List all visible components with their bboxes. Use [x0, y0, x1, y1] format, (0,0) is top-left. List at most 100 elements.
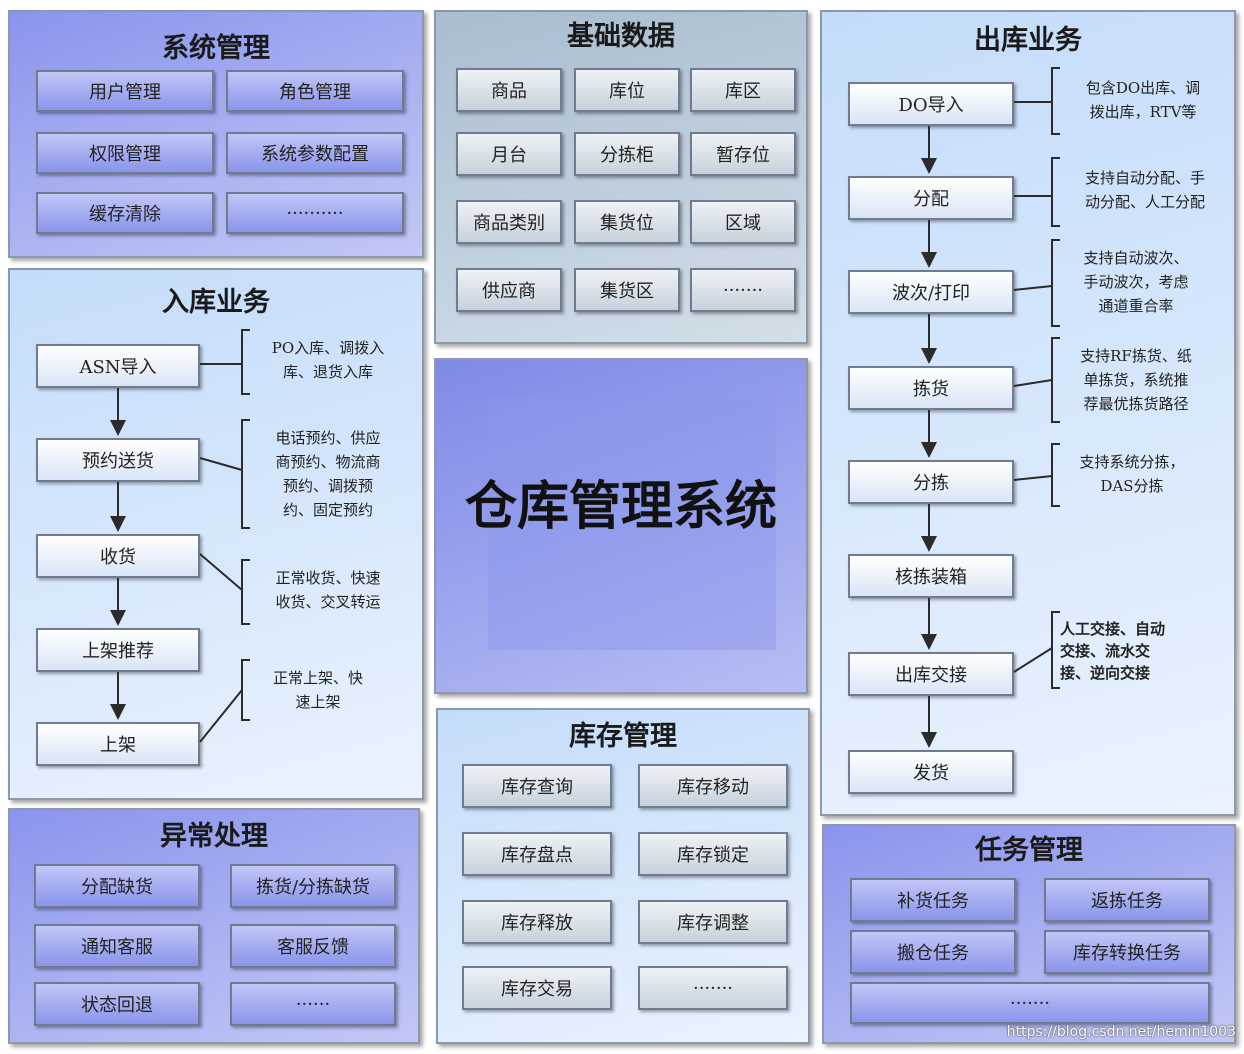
- outbound-panel: 出库业务 DO导入 分配 波次/打印 拣货 分拣 核拣装箱 出库交接 发货 包含…: [820, 10, 1236, 816]
- base-data-collect-pos-button[interactable]: 集货位: [574, 200, 680, 244]
- outbound-step-ship[interactable]: 发货: [848, 750, 1014, 794]
- outbound-note-pick-line: 荐最优拣货路径: [1083, 395, 1189, 413]
- exception-pick-short-button[interactable]: 拣货/分拣缺货: [230, 864, 396, 908]
- outbound-note-do-line: 拨出库，RTV等: [1089, 103, 1197, 121]
- inbound-note-putaway: 正常上架、快 速上架: [250, 666, 386, 714]
- inventory-title: 库存管理: [569, 721, 677, 752]
- system-mgmt-more-button[interactable]: ··········: [226, 192, 404, 234]
- task-relocate-button[interactable]: 搬仓任务: [850, 930, 1016, 974]
- outbound-step-handover[interactable]: 出库交接: [848, 652, 1014, 696]
- base-data-area-button[interactable]: 区域: [690, 200, 796, 244]
- outbound-note-wave-line: 支持自动波次、: [1083, 249, 1189, 267]
- outbound-note-pick-line: 单拣货，系统推: [1083, 371, 1189, 389]
- outbound-step-do-import[interactable]: DO导入: [848, 82, 1014, 126]
- inventory-more-button[interactable]: ·······: [638, 966, 788, 1010]
- outbound-note-do: 包含DO出库、调 拨出库，RTV等: [1058, 76, 1228, 124]
- exception-title: 异常处理: [160, 821, 268, 852]
- inbound-step-putaway[interactable]: 上架: [36, 722, 200, 766]
- outbound-note-wave: 支持自动波次、 手动波次，考虑 通道重合率: [1058, 246, 1214, 318]
- system-center-inner: [488, 398, 776, 650]
- base-data-location-button[interactable]: 库位: [574, 68, 680, 112]
- task-return-pick-button[interactable]: 返拣任务: [1044, 878, 1210, 922]
- outbound-step-wave-print[interactable]: 波次/打印: [848, 270, 1014, 314]
- base-data-category-button[interactable]: 商品类别: [456, 200, 562, 244]
- outbound-note-pick-line: 支持RF拣货、纸: [1080, 347, 1192, 365]
- base-data-dock-button[interactable]: 月台: [456, 132, 562, 176]
- outbound-note-allocate-line: 动分配、人工分配: [1084, 193, 1205, 211]
- inbound-note-receive-line: 收货、交叉转运: [275, 593, 381, 611]
- inbound-note-appointment-line: 商预约、物流商: [275, 453, 381, 471]
- inbound-note-putaway-line: 正常上架、快: [272, 669, 363, 687]
- inbound-note-putaway-line: 速上架: [295, 693, 341, 711]
- source-watermark: https://blog.csdn.net/hemin1003: [1006, 1024, 1236, 1040]
- outbound-note-sort: 支持系统分拣， DAS分拣: [1058, 450, 1206, 498]
- inbound-note-asn-line: 库、退货入库: [282, 363, 373, 381]
- base-data-sorter-button[interactable]: 分拣柜: [574, 132, 680, 176]
- system-mgmt-params-button[interactable]: 系统参数配置: [226, 132, 404, 174]
- inbound-title: 入库业务: [162, 287, 270, 318]
- inbound-note-receive: 正常收货、快速 收货、交叉转运: [250, 566, 406, 614]
- inbound-note-receive-line: 正常收货、快速: [275, 569, 381, 587]
- inventory-release-button[interactable]: 库存释放: [462, 900, 612, 944]
- inventory-trade-button[interactable]: 库存交易: [462, 966, 612, 1010]
- base-data-more-button[interactable]: ·······: [690, 268, 796, 312]
- exception-cs-feedback-button[interactable]: 客服反馈: [230, 924, 396, 968]
- task-mgmt-panel: 任务管理 补货任务 返拣任务 搬仓任务 库存转换任务 ·······: [822, 824, 1236, 1044]
- inventory-count-button[interactable]: 库存盘点: [462, 832, 612, 876]
- base-data-title: 基础数据: [567, 21, 675, 52]
- system-mgmt-title: 系统管理: [162, 33, 270, 64]
- inbound-step-asn-import[interactable]: ASN导入: [36, 344, 200, 388]
- outbound-note-do-line: 包含DO出库、调: [1085, 79, 1201, 97]
- outbound-note-sort-line: 支持系统分拣，: [1079, 453, 1185, 471]
- system-center-panel: 仓库管理系统: [434, 358, 808, 694]
- exception-alloc-short-button[interactable]: 分配缺货: [34, 864, 200, 908]
- outbound-note-wave-line: 通道重合率: [1098, 297, 1174, 315]
- base-data-collect-area-button[interactable]: 集货区: [574, 268, 680, 312]
- outbound-step-allocate[interactable]: 分配: [848, 176, 1014, 220]
- outbound-note-handover-line: 接、逆向交接: [1060, 664, 1151, 682]
- outbound-note-handover: 人工交接、自动 交接、流水交 接、逆向交接: [1060, 618, 1196, 684]
- system-center-title: 仓库管理系统: [464, 477, 777, 537]
- inbound-note-appointment-line: 约、固定预约: [282, 501, 373, 519]
- outbound-step-check-pack[interactable]: 核拣装箱: [848, 554, 1014, 598]
- outbound-note-pick: 支持RF拣货、纸 单拣货，系统推 荐最优拣货路径: [1058, 344, 1214, 416]
- inventory-move-button[interactable]: 库存移动: [638, 764, 788, 808]
- exception-notify-cs-button[interactable]: 通知客服: [34, 924, 200, 968]
- task-convert-button[interactable]: 库存转换任务: [1044, 930, 1210, 974]
- outbound-note-handover-line: 交接、流水交: [1060, 642, 1151, 660]
- system-mgmt-user-button[interactable]: 用户管理: [36, 70, 214, 112]
- outbound-step-sort[interactable]: 分拣: [848, 460, 1014, 504]
- inbound-panel: 入库业务 ASN导入 预约送货 收货 上架推荐 上架 PO入库、调拨入 库、退货…: [8, 268, 424, 800]
- inbound-step-putaway-recommend[interactable]: 上架推荐: [36, 628, 200, 672]
- inventory-adjust-button[interactable]: 库存调整: [638, 900, 788, 944]
- base-data-supplier-button[interactable]: 供应商: [456, 268, 562, 312]
- inbound-note-appointment-line: 预约、调拨预: [282, 477, 373, 495]
- base-data-goods-button[interactable]: 商品: [456, 68, 562, 112]
- base-data-staging-button[interactable]: 暂存位: [690, 132, 796, 176]
- inventory-lock-button[interactable]: 库存锁定: [638, 832, 788, 876]
- task-more-button[interactable]: ·······: [850, 982, 1210, 1024]
- system-mgmt-permission-button[interactable]: 权限管理: [36, 132, 214, 174]
- exception-state-rollback-button[interactable]: 状态回退: [34, 982, 200, 1026]
- system-mgmt-panel: 系统管理 用户管理 角色管理 权限管理 系统参数配置 缓存清除 ········…: [8, 10, 424, 258]
- inbound-step-receive[interactable]: 收货: [36, 534, 200, 578]
- exception-more-button[interactable]: ······: [230, 982, 396, 1026]
- base-data-zone-button[interactable]: 库区: [690, 68, 796, 112]
- inventory-query-button[interactable]: 库存查询: [462, 764, 612, 808]
- inbound-step-appointment[interactable]: 预约送货: [36, 438, 200, 482]
- inbound-note-asn-line: PO入库、调拨入: [271, 339, 385, 357]
- inbound-note-appointment-line: 电话预约、供应: [275, 429, 381, 447]
- outbound-title: 出库业务: [974, 25, 1082, 56]
- exception-panel: 异常处理 分配缺货 拣货/分拣缺货 通知客服 客服反馈 状态回退 ······: [8, 808, 420, 1044]
- outbound-note-handover-line: 人工交接、自动: [1060, 620, 1166, 638]
- inbound-note-appointment: 电话预约、供应 商预约、物流商 预约、调拨预 约、固定预约: [250, 426, 406, 522]
- outbound-note-wave-line: 手动波次，考虑: [1083, 273, 1189, 291]
- task-replenish-button[interactable]: 补货任务: [850, 878, 1016, 922]
- outbound-step-pick[interactable]: 拣货: [848, 366, 1014, 410]
- system-mgmt-cache-button[interactable]: 缓存清除: [36, 192, 214, 234]
- base-data-panel: 基础数据 商品 库位 库区 月台 分拣柜 暂存位 商品类别 集货位 区域 供应商…: [434, 10, 808, 344]
- system-mgmt-role-button[interactable]: 角色管理: [226, 70, 404, 112]
- outbound-note-allocate: 支持自动分配、手 动分配、人工分配: [1058, 166, 1232, 214]
- inbound-note-asn: PO入库、调拨入 库、退货入库: [250, 336, 406, 384]
- outbound-note-allocate-line: 支持自动分配、手: [1084, 169, 1205, 187]
